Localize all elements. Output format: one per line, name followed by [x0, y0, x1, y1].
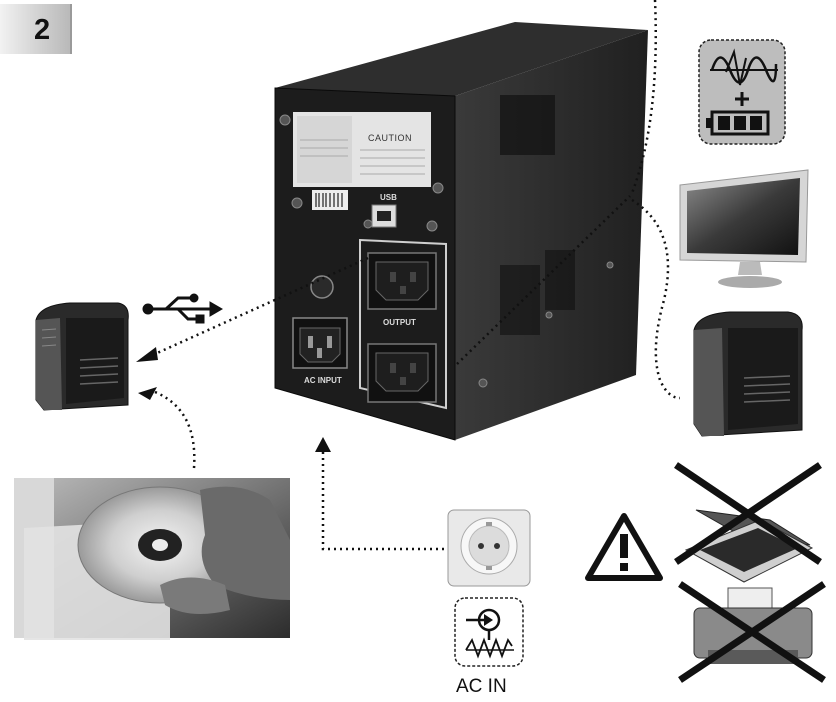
usb-port-label: USB [380, 193, 397, 202]
step-number: 2 [34, 14, 51, 46]
connector-lines [154, 0, 681, 551]
fuse-holder [310, 275, 334, 299]
wall-socket [447, 509, 531, 587]
step-badge: 2 [0, 4, 72, 54]
monitor [679, 169, 809, 288]
side-vents [500, 95, 575, 335]
ups-unit [274, 22, 648, 441]
ac-in-caption: AC IN [456, 676, 507, 697]
caution-label: CAUTION [368, 133, 412, 143]
sine-wave-battery-icon [698, 39, 786, 145]
printer-crossed [678, 581, 826, 683]
scanner-crossed [674, 462, 822, 583]
output-panel [359, 238, 447, 410]
computer-tower-right [693, 311, 803, 437]
ac-input-icon [454, 597, 524, 667]
output-socket-bottom [367, 343, 437, 403]
screws [279, 114, 614, 388]
usb-icon [142, 293, 223, 324]
output-label: OUTPUT [383, 318, 416, 327]
ac-input-label: AC INPUT [304, 376, 342, 385]
arrowheads [136, 347, 331, 452]
warning-triangle-icon [585, 513, 663, 581]
output-socket-top [367, 252, 437, 310]
cd-drive-photo [14, 478, 290, 640]
ac-input-socket [292, 317, 348, 369]
computer-tower-left [35, 302, 129, 411]
